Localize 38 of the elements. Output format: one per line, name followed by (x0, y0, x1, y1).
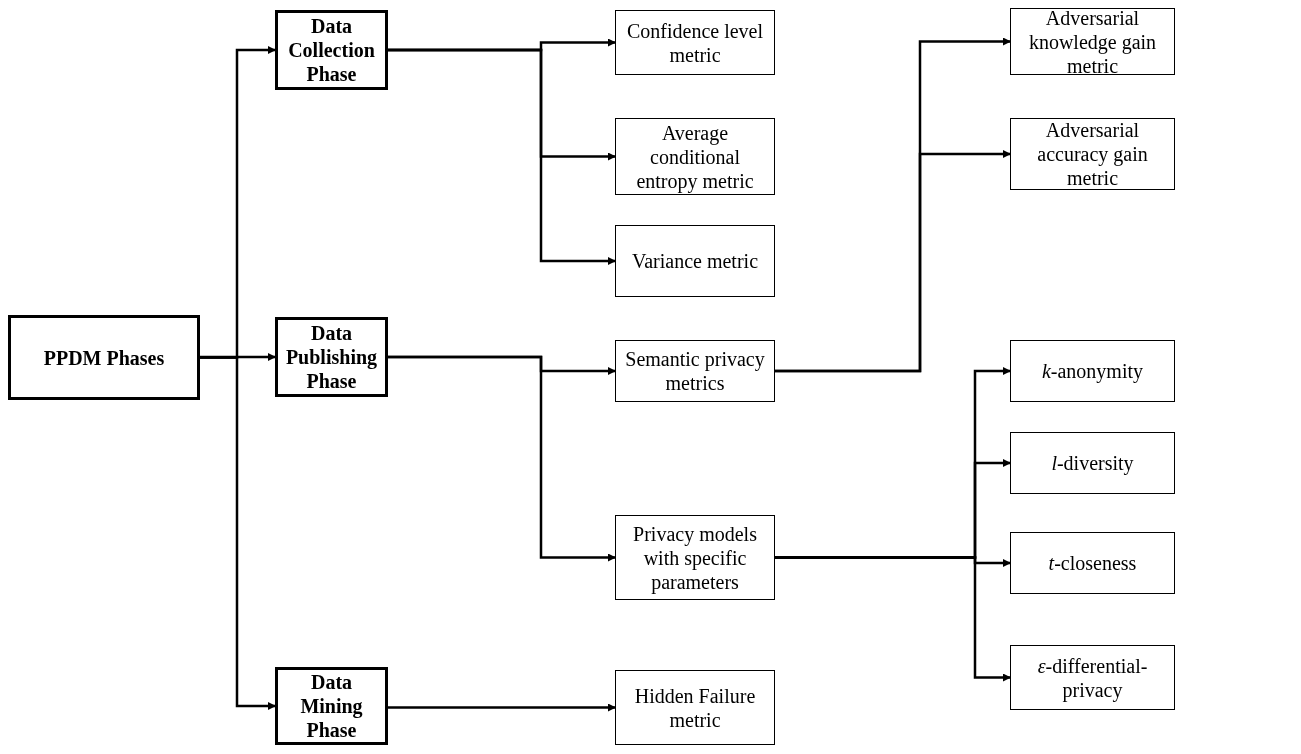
node-label: Privacy models with specific parameters (632, 521, 758, 594)
arrow (388, 48, 616, 265)
node-label: Data Publishing Phase (284, 321, 379, 393)
arrow (388, 703, 616, 712)
phase-box (275, 317, 388, 397)
phase-box (8, 315, 200, 400)
node-label: l-diversity (1051, 451, 1134, 475)
metric-box (1010, 118, 1175, 190)
arrow (200, 356, 276, 710)
metric-box (1010, 532, 1175, 594)
metric-box (1010, 8, 1175, 75)
node-label: t-closeness (1048, 551, 1137, 575)
arrow (775, 150, 1011, 373)
metric-box (1010, 432, 1175, 494)
node-label: k-anonymity (1041, 359, 1144, 383)
node-label: Average conditional entropy metric (635, 120, 755, 193)
metric-box (615, 10, 775, 75)
node-label: Variance metric (631, 249, 758, 273)
node-label: Data Mining Phase (299, 670, 364, 742)
phase-box (275, 10, 388, 90)
phase-box (275, 667, 388, 745)
node-label: Adversarial accuracy gain metric (1036, 118, 1149, 190)
metric-box (615, 670, 775, 745)
node-label: PPDM Phases (43, 345, 165, 370)
node-label: Semantic privacy metrics (624, 347, 766, 395)
node-label: Confidence level metric (625, 18, 765, 67)
metric-box (1010, 645, 1175, 710)
metric-box (615, 225, 775, 297)
node-label: Adversarial knowledge gain metric (1027, 5, 1158, 78)
arrow (388, 355, 616, 562)
metric-box (615, 515, 775, 600)
metric-box (615, 340, 775, 402)
node-label: Hidden Failure metric (633, 683, 757, 732)
node-label: Data Collection Phase (287, 14, 376, 86)
metric-box (1010, 340, 1175, 402)
node-label: ε-differential-privacy (1036, 653, 1149, 702)
metric-box (615, 118, 775, 195)
arrow (775, 556, 1011, 682)
